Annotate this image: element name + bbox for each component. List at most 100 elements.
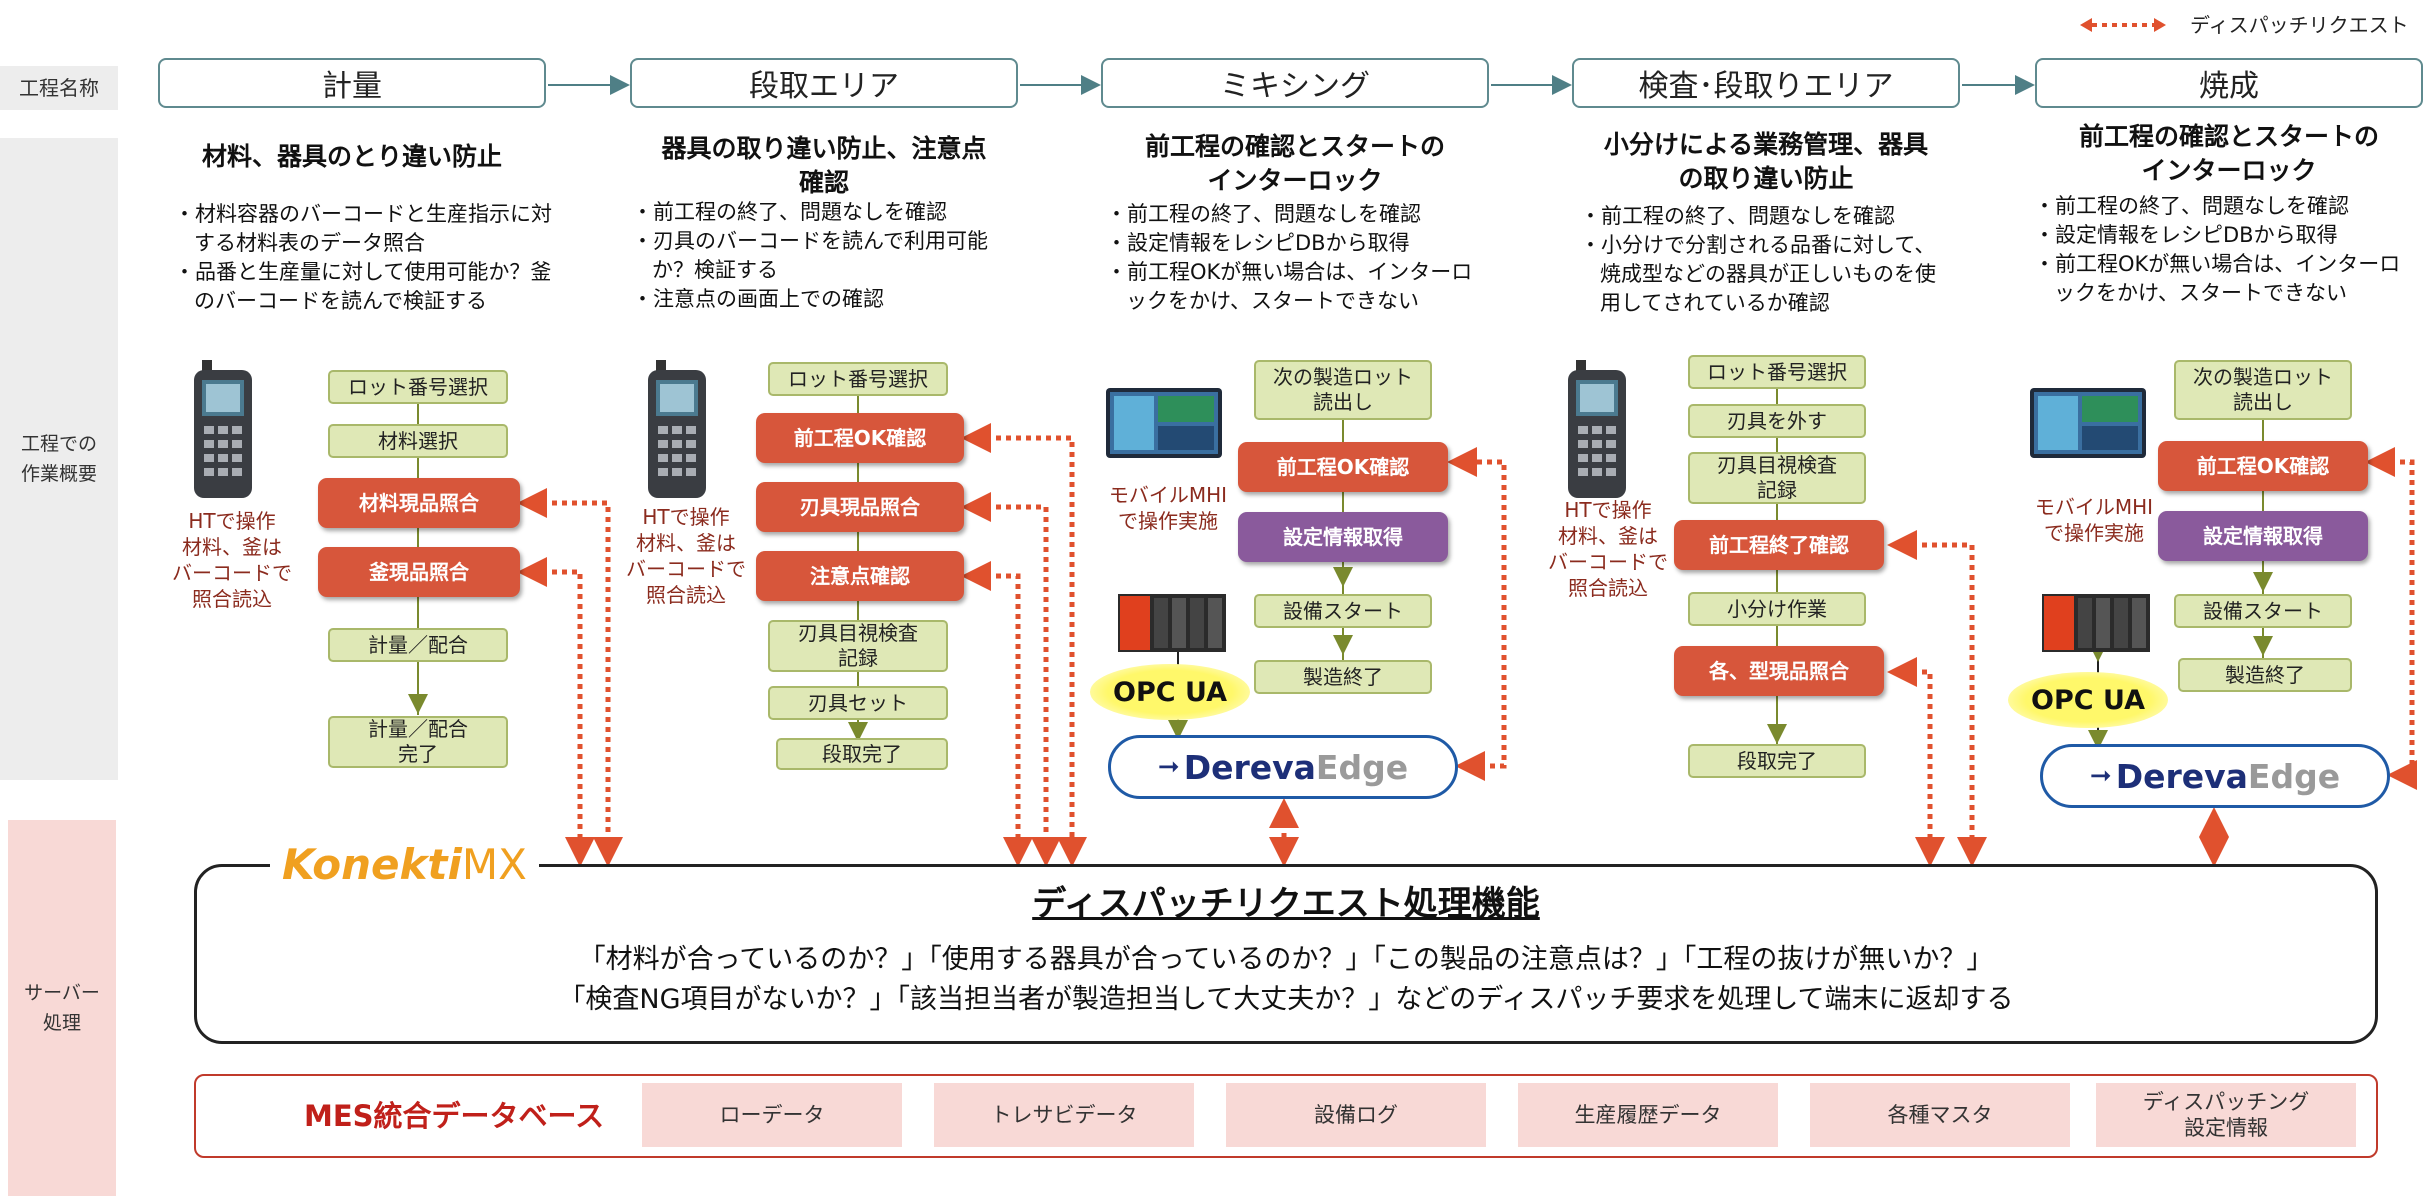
db-raw-data: ローデータ bbox=[642, 1083, 902, 1147]
dereva-arrow-icon: ➞ bbox=[1157, 752, 1180, 782]
step-kettle-verify: 釜現品照合 bbox=[318, 547, 520, 597]
dispatch-arrow bbox=[1447, 447, 1507, 781]
row-label-server: サーバー 処理 bbox=[24, 982, 100, 1034]
bullet-item: 前工程の終了、問題なしを確認 bbox=[1586, 202, 1946, 231]
bullets-weighing: 材料容器のバーコードと生産指示に対する材料表のデータ照合 品番と生産量に対して使… bbox=[180, 200, 560, 316]
bullet-item: 品番と生産量に対して使用可能か？釜のバーコードを読んで検証する bbox=[180, 258, 560, 316]
bullet-item: 小分けで分割される品番に対して、焼成型などの器具が正しいものを使用してされている… bbox=[1586, 231, 1946, 318]
bullets-setup-area: 前工程の終了、問題なしを確認 刃具のバーコードを読んで利用可能か？検証する 注意… bbox=[638, 198, 998, 314]
bullet-item: 設定情報をレシピDBから取得 bbox=[1112, 229, 1482, 258]
step-prev-end-check: 前工程終了確認 bbox=[1674, 520, 1884, 570]
dispatch-title: ディスパッチリクエスト処理機能 bbox=[1032, 884, 1540, 924]
bullets-baking: 前工程の終了、問題なしを確認 設定情報をレシピDBから取得 前工程OKが無い場合… bbox=[2040, 192, 2410, 308]
device-note-baking: モバイルMHI で操作実施 bbox=[2034, 495, 2154, 545]
stage-baking: 焼成 bbox=[2035, 58, 2423, 108]
db-masters: 各種マスタ bbox=[1810, 1083, 2070, 1147]
heading-setup-area: 器具の取り違い防止、注意点 確認 bbox=[661, 134, 987, 197]
device-note-mixing: モバイルMHI で操作実施 bbox=[1108, 483, 1228, 533]
step-blade-verify: 刃具現品照合 bbox=[756, 482, 964, 532]
dispatch-arrow bbox=[961, 561, 1033, 867]
step-blade-set: 刃具セット bbox=[768, 686, 948, 720]
dispatch-description-line2: 「検査NG項目がないか？」「該当担当者が製造担当して大丈夫か？」などのディスパッ… bbox=[558, 984, 2014, 1015]
legend-dotted-arrow-icon bbox=[2080, 18, 2166, 32]
legend-label: ディスパッチリクエスト bbox=[2190, 13, 2409, 37]
bullet-item: 注意点の画面上での確認 bbox=[638, 285, 998, 314]
dispatch-arrow bbox=[1887, 530, 1987, 867]
step-prev-ok-check: 前工程OK確認 bbox=[756, 413, 964, 463]
opc-ua-badge: OPC UA bbox=[1090, 664, 1250, 720]
step-get-settings: 設定情報取得 bbox=[1238, 512, 1448, 562]
step-prev-ok-check: 前工程OK確認 bbox=[1238, 442, 1448, 492]
row-label-panel-overview bbox=[0, 138, 118, 780]
dispatch-description-line1: 「材料が合っているのか？」「使用する器具が合っているのか？」「この製品の注意点は… bbox=[578, 944, 1994, 975]
step-mold-verify: 各、型現品照合 bbox=[1674, 646, 1884, 696]
dispatch-arrow bbox=[961, 492, 1061, 867]
row-label-process-name: 工程名称 bbox=[19, 76, 99, 100]
step-next-lot-read: 次の製造ロット 読出し bbox=[2174, 360, 2352, 420]
plc-controller-icon bbox=[2042, 594, 2150, 652]
bullet-item: 前工程OKが無い場合は、インターロックをかけ、スタートできない bbox=[2040, 250, 2410, 308]
handheld-terminal-icon bbox=[1568, 360, 1626, 498]
bullet-item: 前工程の終了、問題なしを確認 bbox=[638, 198, 998, 227]
plc-controller-icon bbox=[1118, 594, 1226, 652]
step-setup-complete: 段取完了 bbox=[1688, 744, 1866, 778]
step-equipment-start: 設備スタート bbox=[1254, 594, 1432, 628]
step-weigh-mix-complete: 計量／配合 完了 bbox=[328, 716, 508, 768]
db-production-history: 生産履歴データ bbox=[1518, 1083, 1778, 1147]
dispatch-arrow bbox=[1887, 657, 1945, 867]
heading-baking: 前工程の確認とスタートの インターロック bbox=[2078, 122, 2379, 185]
step-weigh-mix: 計量／配合 bbox=[328, 628, 508, 662]
mes-database-title: MES統合データベース bbox=[304, 1099, 605, 1133]
stage-weighing: 計量 bbox=[158, 58, 546, 108]
db-trace-data: トレサビデータ bbox=[934, 1083, 1194, 1147]
bullet-item: 前工程の終了、問題なしを確認 bbox=[2040, 192, 2410, 221]
step-lot-select: ロット番号選択 bbox=[328, 370, 508, 404]
dispatch-arrow bbox=[517, 557, 595, 867]
step-blade-visual-record: 刃具目視検査 記録 bbox=[768, 620, 948, 672]
device-note-setup-area: HTで操作 材料、釜は バーコードで 照合読込 bbox=[626, 505, 746, 607]
bullet-item: 設定情報をレシピDBから取得 bbox=[2040, 221, 2410, 250]
device-note-weighing: HTで操作 材料、釜は バーコードで 照合読込 bbox=[172, 509, 292, 611]
step-remove-blade: 刃具を外す bbox=[1688, 404, 1866, 438]
handheld-terminal-icon bbox=[194, 360, 252, 498]
dereva-arrow-icon: ➞ bbox=[2089, 761, 2112, 791]
bullet-item: 刃具のバーコードを読んで利用可能か？検証する bbox=[638, 227, 998, 285]
step-equipment-start: 設備スタート bbox=[2174, 594, 2352, 628]
dispatch-arrow bbox=[517, 488, 623, 867]
dispatch-arrow bbox=[2365, 447, 2417, 790]
heading-mixing: 前工程の確認とスタートの インターロック bbox=[1144, 132, 1445, 195]
step-next-lot-read: 次の製造ロット 読出し bbox=[1254, 360, 1432, 420]
stage-mixing: ミキシング bbox=[1101, 58, 1489, 108]
mobile-hmi-icon bbox=[2030, 388, 2146, 458]
step-get-settings: 設定情報取得 bbox=[2158, 511, 2368, 561]
mobile-hmi-icon bbox=[1106, 388, 1222, 458]
bullet-item: 前工程OKが無い場合は、インターロックをかけ、スタートできない bbox=[1112, 258, 1482, 316]
stage-setup-area: 段取エリア bbox=[630, 58, 1018, 108]
opc-ua-badge: OPC UA bbox=[2008, 672, 2168, 728]
bullet-item: 前工程の終了、問題なしを確認 bbox=[1112, 200, 1482, 229]
db-dispatching-settings: ディスパッチング 設定情報 bbox=[2096, 1083, 2356, 1147]
step-setup-complete: 段取完了 bbox=[776, 738, 948, 770]
step-prev-ok-check: 前工程OK確認 bbox=[2158, 441, 2368, 491]
step-lot-select: ロット番号選択 bbox=[1688, 355, 1866, 389]
bullet-item: 材料容器のバーコードと生産指示に対する材料表のデータ照合 bbox=[180, 200, 560, 258]
row-label-panel-process bbox=[0, 66, 118, 110]
row-label-panel-server bbox=[8, 820, 116, 1196]
row-label-work-overview: 工程での 作業概要 bbox=[20, 433, 97, 485]
step-caution-check: 注意点確認 bbox=[756, 551, 964, 601]
step-subdivide-work: 小分け作業 bbox=[1688, 592, 1866, 626]
stage-inspection-setup: 検査･段取りエリア bbox=[1572, 58, 1960, 108]
dispatch-processing-box bbox=[194, 864, 2378, 1044]
bullets-mixing: 前工程の終了、問題なしを確認 設定情報をレシピDBから取得 前工程OKが無い場合… bbox=[1112, 200, 1482, 316]
step-blade-visual-record: 刃具目視検査 記録 bbox=[1688, 452, 1866, 504]
heading-inspection-setup: 小分けによる業務管理、器具 の取り違い防止 bbox=[1603, 130, 1929, 193]
step-lot-select: ロット番号選択 bbox=[768, 362, 948, 396]
step-production-end: 製造終了 bbox=[1254, 660, 1432, 694]
device-note-inspection-setup: HTで操作 材料、釜は バーコードで 照合読込 bbox=[1548, 498, 1668, 600]
konekti-mx-logo: KonektiMX bbox=[270, 840, 539, 890]
legend: ディスパッチリクエスト bbox=[2080, 10, 2420, 40]
heading-weighing: 材料、器具のとり違い防止 bbox=[201, 142, 502, 171]
step-production-end: 製造終了 bbox=[2178, 658, 2352, 692]
